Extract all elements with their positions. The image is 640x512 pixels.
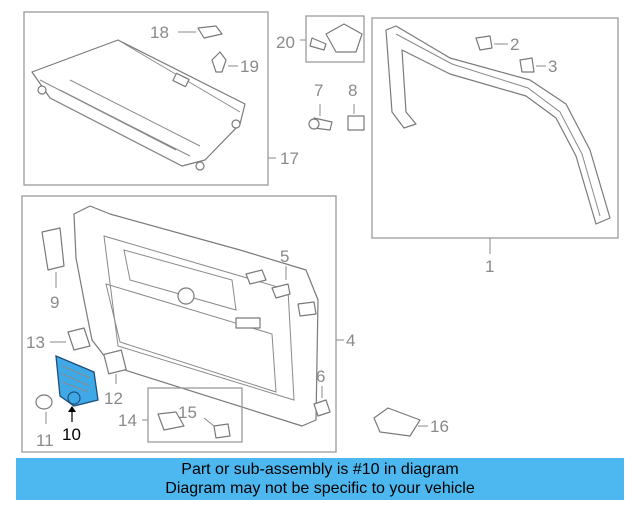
callout-9: 9: [50, 293, 59, 312]
callout-3: 3: [548, 57, 557, 76]
callout-1: 1: [485, 257, 494, 276]
callout-10: 10: [62, 425, 81, 444]
callout-4: 4: [346, 331, 355, 350]
callout-2: 2: [510, 35, 519, 54]
weatherstrip-box: [371, 17, 619, 239]
part-6-clip: [313, 386, 331, 417]
part-19-fastener: [211, 51, 238, 73]
callout-16: 16: [430, 417, 449, 436]
part-16-lamp: [373, 407, 428, 437]
part-14-lamp: [142, 411, 185, 431]
cargo-cover-part: [31, 39, 246, 171]
part-3-clip: [519, 57, 546, 73]
lamp-box: [147, 387, 243, 443]
part-12-plate: [103, 349, 127, 384]
callout-7: 7: [314, 81, 323, 100]
info-banner: Part or sub-assembly is #10 in diagram D…: [16, 458, 624, 500]
callout-8: 8: [348, 81, 357, 100]
part-9-cover: [41, 227, 65, 288]
part-18-clip: [178, 25, 223, 39]
callout-5: 5: [280, 247, 289, 266]
part-11-plug: [35, 394, 53, 424]
callout-19: 19: [240, 57, 259, 76]
callout-17: 17: [280, 149, 299, 168]
callout-13: 13: [26, 333, 45, 352]
part-13-clip: [50, 327, 91, 351]
banner-line-2: Diagram may not be specific to your vehi…: [165, 480, 475, 497]
trim-panel-box: [21, 195, 337, 453]
callout-15: 15: [178, 403, 197, 422]
callout-14: 14: [118, 411, 137, 430]
part-8-nut: [347, 115, 365, 131]
part-15-bulb: [203, 417, 231, 439]
part-7-bolt: [308, 117, 333, 131]
part-1-weatherstrip: [385, 25, 611, 225]
part-5-clips: [245, 266, 317, 317]
part-4-trim-panel: [73, 205, 319, 427]
part-20-bracket: [309, 23, 363, 53]
part-10-highlighted: [55, 354, 99, 422]
callout-6: 6: [316, 367, 325, 386]
callout-20: 20: [276, 33, 295, 52]
callout-18: 18: [150, 23, 169, 42]
callout-12: 12: [104, 389, 123, 408]
callout-11: 11: [36, 431, 54, 450]
bracket-box: [305, 15, 365, 63]
banner-line-1: Part or sub-assembly is #10 in diagram: [181, 461, 459, 478]
cargo-cover-box: [23, 11, 269, 186]
part-2-clip: [475, 35, 508, 51]
